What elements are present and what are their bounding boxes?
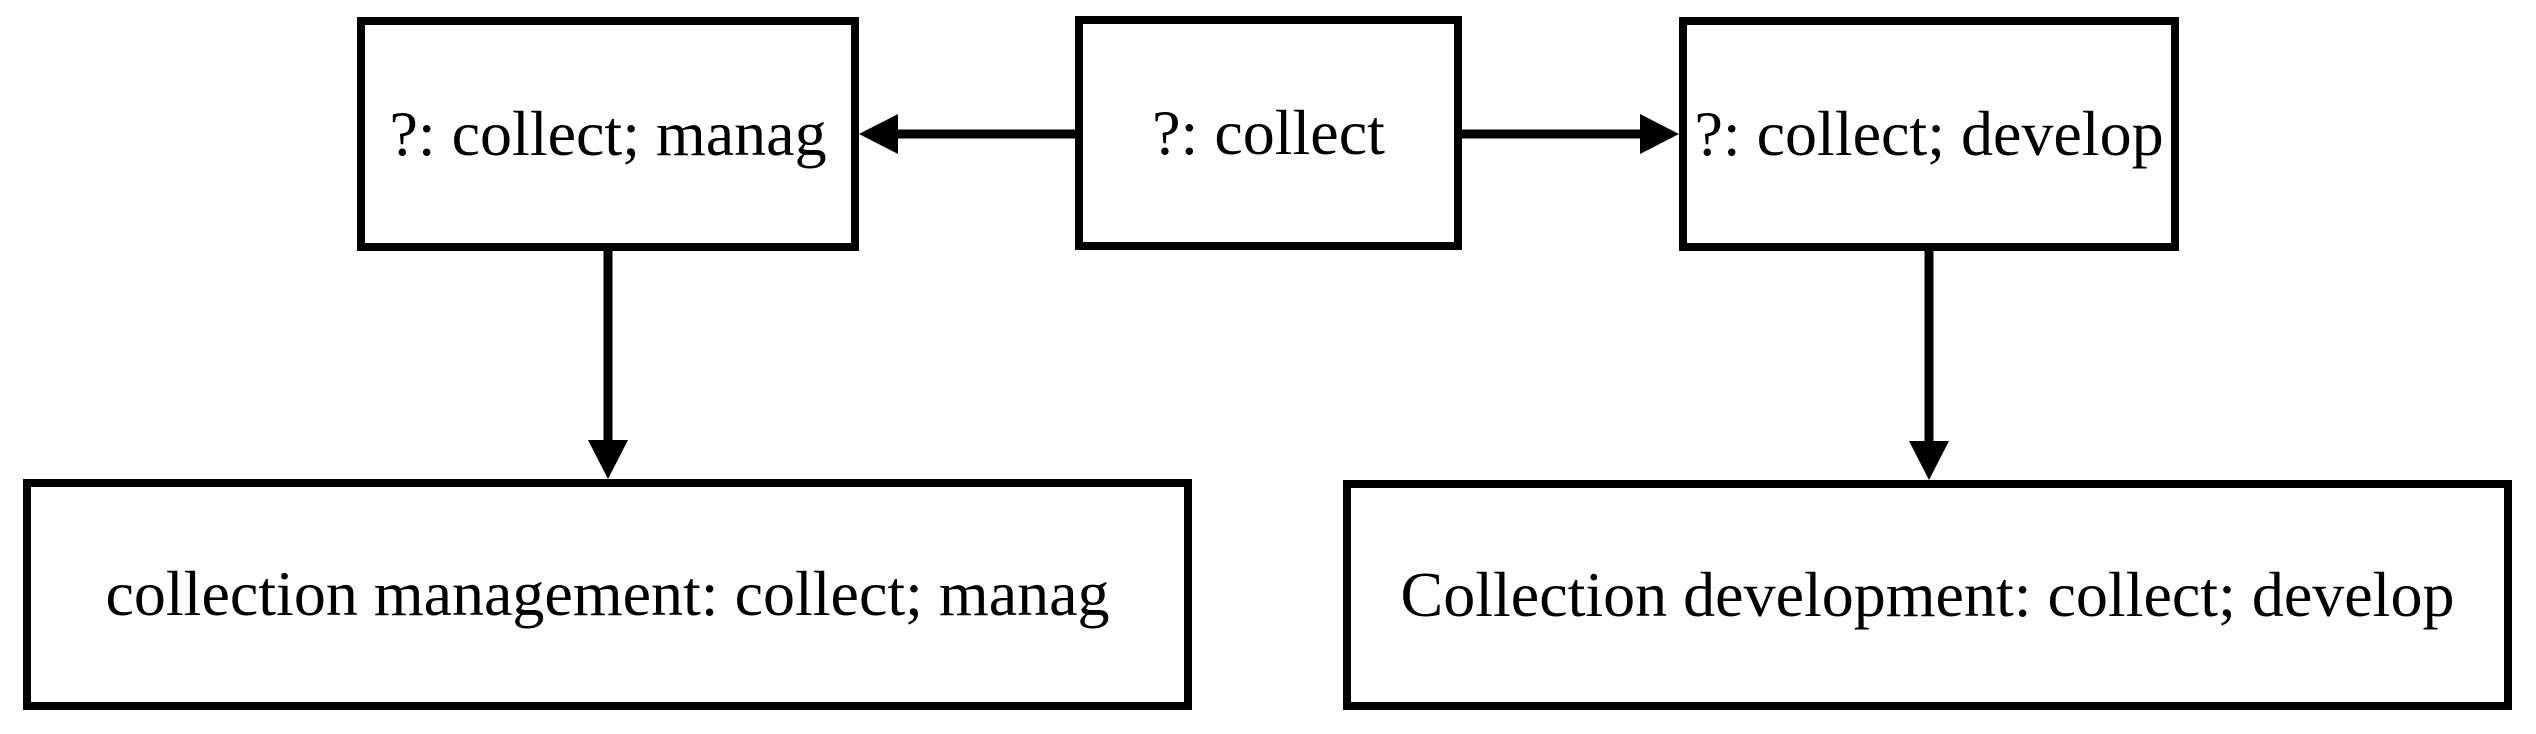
arrow-center-to-left-icon [859,114,1075,154]
node-top-left-label: ?: collect; manag [389,97,827,169]
arrow-center-to-right-icon [1462,114,1679,154]
node-top-left: ?: collect; manag [357,17,859,251]
node-bottom-right-label: Collection development: collect; develop [1400,558,2455,630]
arrow-right-down-icon [1909,251,1949,480]
arrow-left-down-icon [588,251,628,479]
node-bottom-right: Collection development: collect; develop [1343,480,2512,710]
node-bottom-left-label: collection management: collect; manag [105,558,1110,630]
node-top-center-label: ?: collect [1152,96,1385,168]
node-top-center: ?: collect [1075,16,1462,250]
node-bottom-left: collection management: collect; manag [23,479,1192,710]
node-top-right-label: ?: collect; develop [1694,97,2164,169]
node-top-right: ?: collect; develop [1679,17,2179,251]
